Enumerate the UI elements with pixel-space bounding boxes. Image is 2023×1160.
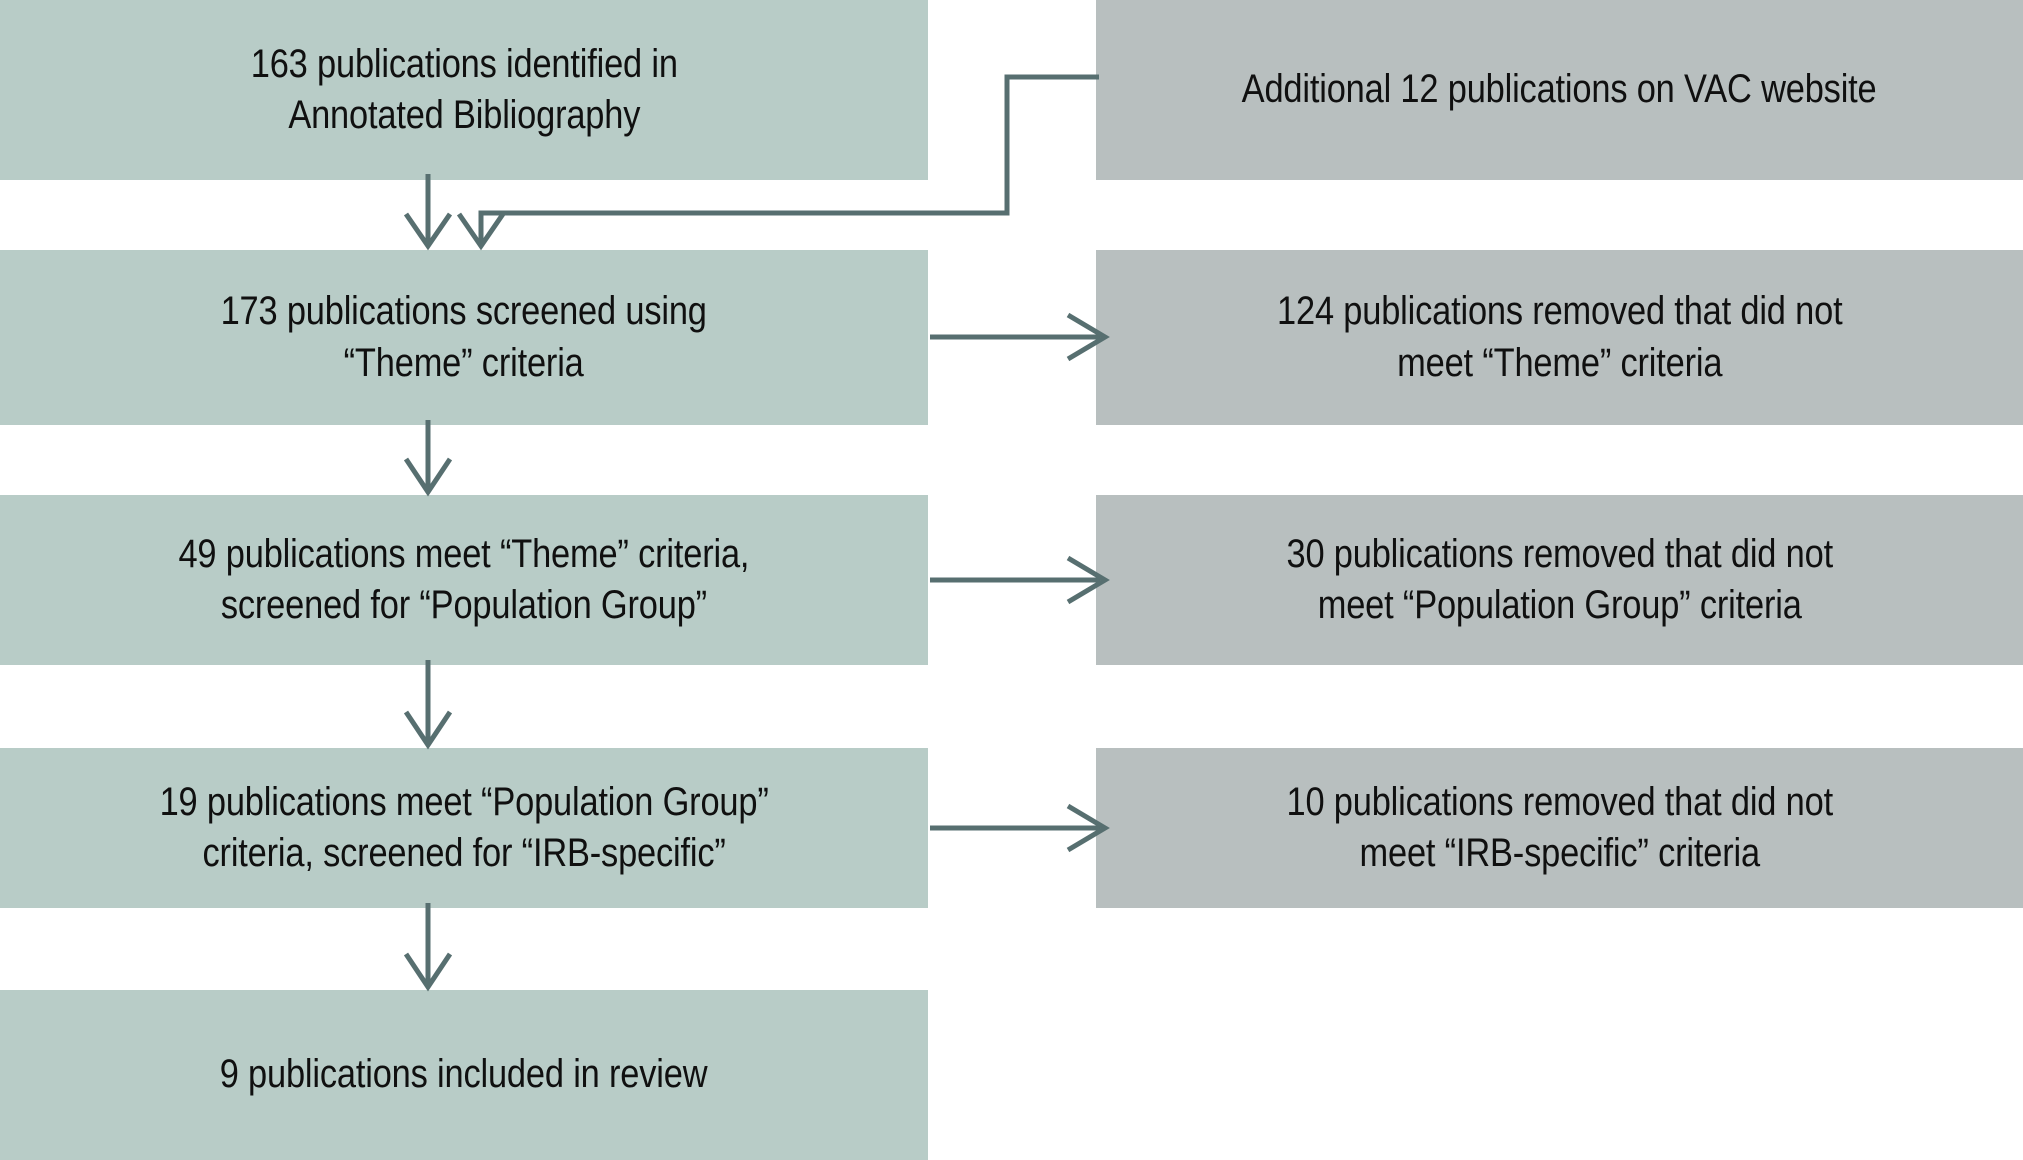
node-included: 9 publications included in review	[0, 990, 928, 1160]
edge-meet-theme-to-meet-population	[403, 660, 453, 750]
edge-identified-to-screened	[403, 174, 453, 251]
node-screened-theme-label: 173 publications screened using “Theme” …	[220, 289, 708, 385]
node-meet-population-label: 19 publications meet “Population Group” …	[159, 779, 769, 875]
edge-screened-to-meet-theme	[403, 420, 453, 497]
edge-meet-population-to-removed-irb	[930, 803, 1110, 853]
edge-meet-theme-to-removed-population	[930, 555, 1110, 605]
node-removed-population: 30 publications removed that did not mee…	[1096, 495, 2023, 665]
node-removed-irb-label: 10 publications removed that did not mee…	[1286, 779, 1833, 875]
node-identified-label: 163 publications identified in Annotated…	[250, 41, 678, 137]
edge-meet-population-to-included	[403, 903, 453, 992]
node-additional: Additional 12 publications on VAC websit…	[1096, 0, 2023, 180]
node-meet-theme: 49 publications meet “Theme” criteria, s…	[0, 495, 928, 665]
node-removed-theme-label: 124 publications removed that did not me…	[1276, 289, 1843, 385]
node-screened-theme: 173 publications screened using “Theme” …	[0, 250, 928, 425]
edge-screened-to-removed-theme	[930, 312, 1110, 362]
node-removed-theme: 124 publications removed that did not me…	[1096, 250, 2023, 425]
node-meet-population: 19 publications meet “Population Group” …	[0, 748, 928, 908]
node-removed-irb: 10 publications removed that did not mee…	[1096, 748, 2023, 908]
node-additional-label: Additional 12 publications on VAC websit…	[1242, 67, 1877, 112]
node-removed-population-label: 30 publications removed that did not mee…	[1286, 531, 1833, 627]
node-identified: 163 publications identified in Annotated…	[0, 0, 928, 180]
node-meet-theme-label: 49 publications meet “Theme” criteria, s…	[178, 531, 750, 627]
node-included-label: 9 publications included in review	[220, 1052, 708, 1097]
